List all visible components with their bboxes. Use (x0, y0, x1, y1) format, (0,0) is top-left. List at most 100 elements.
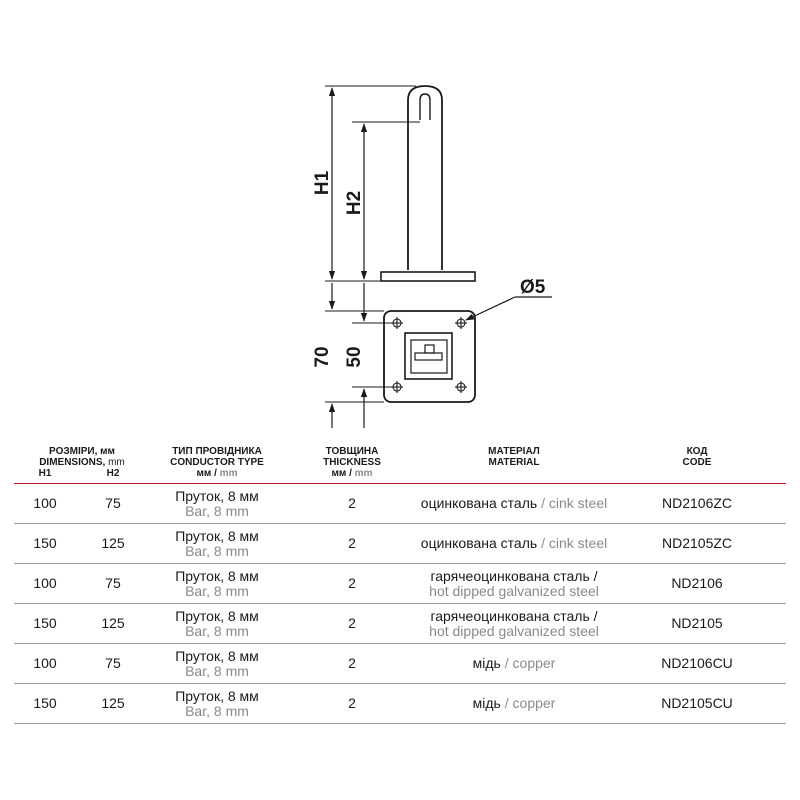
conductor-en: Bar, 8 mm (185, 622, 249, 639)
material-cell: оцинкована сталь / cink steel (420, 524, 608, 564)
material-sep: / (537, 535, 549, 551)
code-header: КОД (686, 446, 708, 457)
product-table: РОЗМІРИ, мм ТИП ПРОВІДНИКА ТОВЩИНА МАТЕР… (14, 444, 786, 724)
conductor-ua: Пруток, 8 мм (175, 607, 259, 624)
thickness-header-en: THICKNESS (323, 457, 381, 468)
conductor-ua: Пруток, 8 мм (175, 487, 259, 504)
thickness-unit-sep: / (346, 468, 355, 479)
h2-header: H2 (106, 468, 120, 479)
h1-cell: 100 (33, 495, 57, 511)
h1-cell: 150 (33, 535, 57, 551)
dimensions-header-en: DIMENSIONS, mm (14, 457, 150, 468)
material-cell: гарячеоцинкована сталь /hot dipped galva… (420, 604, 608, 644)
thickness-cell: 2 (348, 655, 356, 671)
code-cell: ND2106 (671, 575, 723, 591)
technical-drawing: H1 H2 70 50 Ø5 (312, 85, 552, 428)
code-cell: ND2105ZC (661, 535, 733, 551)
top-view (325, 310, 476, 403)
height-dimensions (328, 87, 368, 280)
material-en: cink steel (548, 495, 608, 511)
h2-cell: 75 (105, 575, 121, 591)
thickness-unit-en: mm (354, 468, 373, 479)
code-cell: ND2106CU (661, 655, 733, 671)
conductor-ua: Пруток, 8 мм (175, 527, 259, 544)
thickness-cell: 2 (348, 535, 356, 551)
h1-label: H1 (312, 170, 333, 195)
h2-label: H2 (344, 191, 365, 215)
header-row-en: DIMENSIONS, mm CONDUCTOR TYPE THICKNESS … (14, 457, 786, 468)
conductor-en: Bar, 8 mm (185, 502, 249, 519)
h1-cell: 100 (33, 655, 57, 671)
material-en: hot dipped galvanized steel (429, 622, 599, 639)
dimensions-header-en-a: DIMENSIONS, (39, 457, 106, 468)
material-header: МАТЕРІАЛ (488, 446, 540, 457)
thickness-header: ТОВЩИНА (325, 446, 379, 457)
plate-dimensions (328, 283, 552, 428)
h2-cell: 75 (105, 495, 121, 511)
code-header-en: CODE (682, 457, 712, 468)
conductor-en: Bar, 8 mm (185, 662, 249, 679)
conductor-ua: Пруток, 8 мм (175, 687, 259, 704)
h1-cell: 100 (33, 575, 57, 591)
material-ua: оцинкована сталь (420, 495, 538, 511)
h1-header: H1 (38, 468, 52, 479)
thickness-unit-header: мм / mm (284, 468, 420, 484)
conductor-ua: Пруток, 8 мм (175, 567, 259, 584)
conductor-en: Bar, 8 mm (185, 542, 249, 559)
thickness-cell: 2 (348, 575, 356, 591)
code-cell: ND2105 (671, 615, 723, 631)
h1-cell: 150 (33, 615, 57, 631)
material-ua: мідь (472, 695, 501, 711)
material-en: copper (512, 695, 556, 711)
material-sep: / (500, 655, 513, 671)
code-cell: ND2106ZC (661, 495, 733, 511)
conductor-unit-header: мм / mm (150, 468, 284, 484)
material-cell: мідь / copper (420, 644, 608, 684)
thickness-cell: 2 (348, 615, 356, 631)
conductor-unit-sep: / (211, 468, 220, 479)
thickness-unit-ua: мм (331, 468, 347, 479)
conductor-header: ТИП ПРОВІДНИКА (172, 446, 262, 457)
conductor-unit-en: mm (219, 468, 238, 479)
width-50-label: 50 (344, 346, 365, 367)
conductor-header-en: CONDUCTOR TYPE (170, 457, 264, 468)
material-en: cink steel (548, 535, 608, 551)
conductor-ua: Пруток, 8 мм (175, 647, 259, 664)
code-cell: ND2105CU (661, 695, 733, 711)
width-70-label: 70 (312, 346, 333, 367)
material-cell: оцинкована сталь / cink steel (420, 484, 608, 524)
header-row-ua: РОЗМІРИ, мм ТИП ПРОВІДНИКА ТОВЩИНА МАТЕР… (14, 444, 786, 457)
material-ua: мідь (472, 655, 501, 671)
dimensions-header: РОЗМІРИ, мм (49, 446, 115, 457)
h2-cell: 75 (105, 655, 121, 671)
dimensions-header-en-b: mm (105, 457, 125, 468)
material-cell: мідь / copper (420, 684, 608, 724)
h1-cell: 150 (33, 695, 57, 711)
material-sep: / (537, 495, 549, 511)
h2-cell: 125 (101, 535, 125, 551)
material-cell: гарячеоцинкована сталь /hot dipped galva… (420, 564, 608, 604)
thickness-cell: 2 (348, 695, 356, 711)
material-ua: гарячеоцинкована сталь / (430, 567, 598, 584)
side-view (325, 85, 476, 282)
header-row-units: H1 H2 мм / mm мм / mm (14, 468, 786, 484)
material-sep: / (500, 695, 513, 711)
material-en: copper (512, 655, 556, 671)
conductor-en: Bar, 8 mm (185, 582, 249, 599)
material-ua: оцинкована сталь (420, 535, 538, 551)
conductor-en: Bar, 8 mm (185, 702, 249, 719)
thickness-cell: 2 (348, 495, 356, 511)
material-header-en: MATERIAL (488, 457, 540, 468)
